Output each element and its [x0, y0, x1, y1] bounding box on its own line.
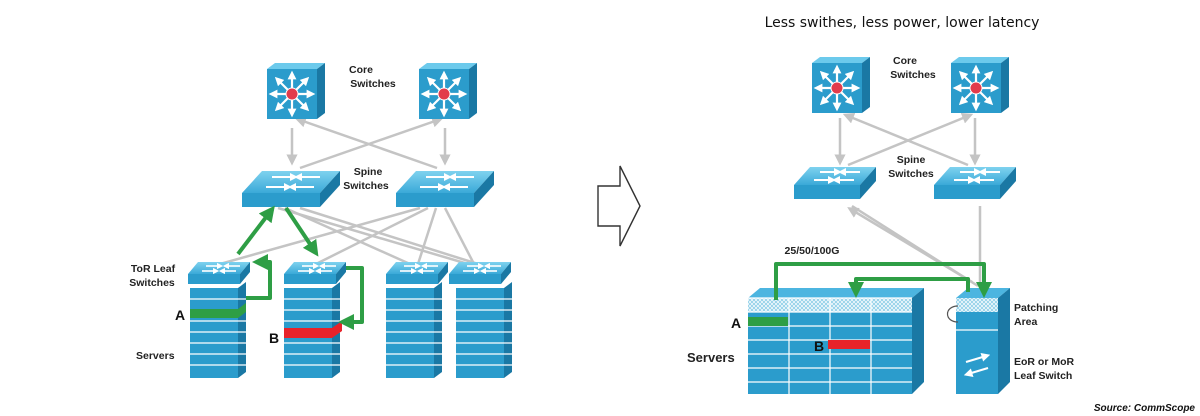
left-tor-switch-1	[188, 262, 250, 284]
right-eor-leaf-switch	[946, 288, 1010, 394]
right-marker-a: A	[731, 315, 741, 331]
right-server-block	[748, 288, 924, 394]
switch-arrows-icon	[400, 262, 438, 275]
left-marker-b: B	[269, 330, 279, 346]
switch-arrows-icon	[202, 262, 240, 275]
right-server-b-highlight	[828, 340, 870, 349]
switch-arrows-icon	[266, 173, 320, 191]
right-spine-switch-1	[794, 167, 876, 199]
headline: Less swithes, less power, lower latency	[765, 15, 1040, 31]
left-spine-label-2: Switches	[343, 180, 389, 192]
source-credit: Source: CommScope	[1094, 403, 1196, 414]
router-star-icon	[813, 64, 861, 112]
right-spine-switch-2	[934, 167, 1016, 199]
left-spine-switch-2	[396, 171, 494, 207]
left-servers-label: Servers	[136, 350, 175, 362]
right-spine-label-2: Switches	[888, 168, 934, 180]
left-diagram: Core Switches Spine	[129, 63, 512, 378]
left-server-b-highlight	[284, 321, 342, 338]
right-traffic-path	[774, 262, 992, 300]
right-arrow-outline-icon	[597, 165, 641, 247]
left-tor-switch-3	[386, 262, 448, 284]
left-server-rack-1	[190, 282, 246, 378]
left-core-switch-1	[267, 63, 325, 119]
right-marker-b: B	[814, 338, 824, 354]
switch-arrows-icon	[814, 168, 860, 184]
right-server-a-highlight	[748, 317, 788, 326]
left-core-label-1: Core	[349, 64, 373, 76]
left-traffic-path	[236, 205, 364, 330]
left-server-rack-4	[456, 282, 512, 378]
left-tor-switch-2	[284, 262, 346, 284]
router-star-icon	[420, 70, 468, 118]
right-core-switch-2	[951, 57, 1009, 113]
left-core-label-2: Switches	[350, 78, 396, 90]
right-links	[834, 112, 982, 288]
left-tor-switch-4	[449, 262, 511, 284]
left-spine-label-1: Spine	[354, 166, 383, 178]
switch-arrows-icon	[298, 262, 336, 275]
left-server-a-highlight	[190, 303, 246, 318]
left-core-switch-2	[419, 63, 477, 119]
switch-arrows-icon	[954, 168, 1000, 184]
right-core-label-2: Switches	[890, 69, 936, 81]
right-patching-label-2: Area	[1014, 316, 1038, 328]
right-eor-label-1: EoR or MoR	[1014, 356, 1074, 368]
router-star-icon	[268, 70, 316, 118]
left-links	[219, 116, 479, 266]
left-tor-label-2: Switches	[129, 277, 175, 289]
right-core-switch-1	[812, 57, 870, 113]
router-star-icon	[952, 64, 1000, 112]
right-core-label-1: Core	[893, 55, 917, 67]
right-servers-label: Servers	[687, 350, 735, 365]
right-spine-label-1: Spine	[897, 154, 926, 166]
right-eor-label-2: Leaf Switch	[1014, 370, 1072, 382]
left-server-rack-3	[386, 282, 442, 378]
left-tor-label-1: ToR Leaf	[131, 263, 176, 275]
right-patching-label-1: Patching	[1014, 302, 1058, 314]
switch-arrows-icon	[463, 262, 501, 275]
left-spine-switch-1	[242, 171, 340, 207]
left-marker-a: A	[175, 307, 185, 323]
switch-arrows-icon	[963, 353, 991, 377]
right-speed-label: 25/50/100G	[785, 245, 840, 257]
switch-arrows-icon	[420, 173, 474, 191]
right-diagram: Core Switches Spine Switches 25/50/100G	[687, 55, 1074, 394]
